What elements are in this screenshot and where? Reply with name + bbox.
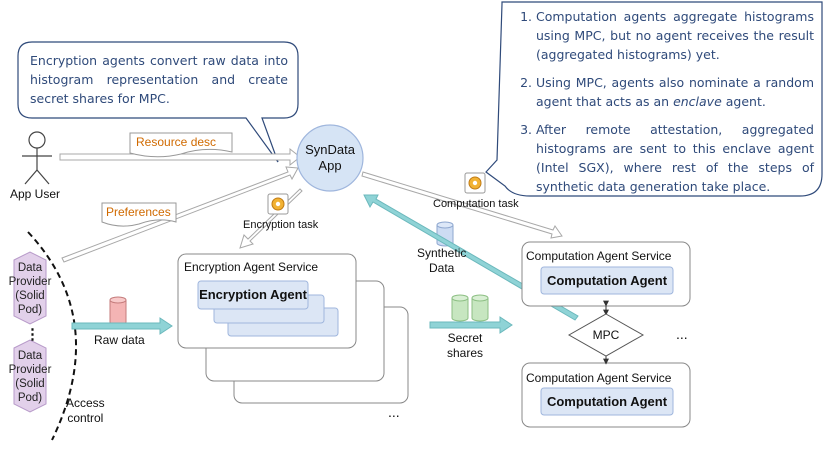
- resource-desc-label: Resource desc: [136, 135, 217, 149]
- provider-top-line-2: Provider: [8, 276, 52, 288]
- secret-shares-label: Secret shares: [447, 331, 483, 361]
- computation-task-icon: [464, 172, 486, 194]
- synthetic-data-label: Synthetic Data: [417, 246, 466, 276]
- preferences-document: [101, 202, 177, 227]
- data-provider-bottom-hexagon: [13, 339, 47, 413]
- syndata-line1: SynData: [305, 142, 355, 157]
- data-provider-top-label: Data Provider (Solid Pod): [8, 261, 52, 317]
- computation-task-label: Computation task: [433, 198, 519, 210]
- computation-steps-list: Computation agents aggregate histograms …: [514, 7, 814, 196]
- computation-step-1: Computation agents aggregate histograms …: [536, 7, 814, 64]
- raw-data-cylinder: [109, 296, 127, 326]
- encryption-stack-ellipsis: ...: [388, 404, 400, 420]
- computation-agent-bottom-label: Computation Agent: [546, 394, 668, 409]
- data-provider-bottom-label: Data Provider (Solid Pod): [8, 349, 52, 405]
- provider-bottom-line-2: Provider: [8, 364, 52, 376]
- computation-ellipsis: ...: [676, 326, 688, 342]
- app-user-icon: [22, 131, 52, 185]
- syndata-line2: App: [318, 158, 342, 173]
- access-control-boundary: [27, 231, 77, 441]
- synthetic-line1: Synthetic: [417, 246, 467, 260]
- resource-desc-document: [129, 132, 233, 158]
- encryption-task-label: Encryption task: [243, 219, 319, 231]
- synthetic-line2: Data: [429, 261, 455, 275]
- secret-shares-cylinders: [451, 294, 489, 322]
- app-user-label: App User: [10, 187, 61, 201]
- providers-ellipsis: ⋮: [25, 326, 40, 343]
- secret-line1: Secret: [447, 331, 483, 345]
- computation-service-bottom-title: Computation Agent Service: [526, 371, 672, 385]
- data-provider-top-hexagon: [13, 251, 47, 325]
- provider-top-line-4: Pod): [17, 304, 43, 316]
- provider-bottom-line-4: Pod): [17, 392, 43, 404]
- provider-top-line-3: (Solid: [15, 290, 45, 302]
- preferences-label: Preferences: [106, 205, 171, 219]
- encryption-agent-label: Encryption Agent: [199, 287, 307, 302]
- computation-step-2: Using MPC, agents also nominate a random…: [536, 73, 814, 111]
- computation-agent-top-box: [540, 266, 674, 295]
- step2-prefix: Using MPC, agents also nominate a random…: [536, 75, 814, 109]
- mpc-diamond: [567, 313, 645, 357]
- encryption-callout-text: Encryption agents convert raw data into …: [30, 51, 288, 108]
- access-line1: Access: [66, 396, 105, 410]
- computation-callout-text: Computation agents aggregate histograms …: [514, 7, 814, 205]
- computation-agent-bottom-box: [540, 387, 674, 416]
- secret-shares-arrow: [429, 316, 513, 334]
- encryption-callout-bubble: [17, 41, 299, 163]
- access-control-label: Access control: [66, 396, 105, 426]
- mpc-label: MPC: [592, 328, 620, 342]
- computation-callout-bubble: [485, 1, 823, 197]
- computation-step-3: After remote attestation, aggregated his…: [536, 120, 814, 196]
- raw-data-arrow: [71, 317, 173, 335]
- encryption-agent-box: [197, 280, 309, 310]
- encryption-service-title: Encryption Agent Service: [184, 260, 319, 274]
- computation-agent-top-label: Computation Agent: [546, 273, 668, 288]
- provider-bottom-line-3: (Solid: [15, 378, 45, 390]
- secret-line2: shares: [447, 346, 484, 360]
- computation-service-top-title: Computation Agent Service: [526, 249, 672, 263]
- raw-data-label: Raw data: [94, 333, 145, 347]
- provider-bottom-line-1: Data: [17, 350, 43, 362]
- encryption-callout-body: Encryption agents convert raw data into …: [30, 53, 288, 106]
- provider-top-line-1: Data: [17, 262, 43, 274]
- step2-suffix: agent.: [721, 94, 766, 109]
- syndata-app-label: SynData App: [297, 142, 363, 174]
- syndata-app-node: [296, 124, 364, 192]
- encryption-task-icon: [267, 193, 289, 215]
- access-line2: control: [67, 411, 104, 425]
- step2-emphasis: enclave: [673, 94, 722, 109]
